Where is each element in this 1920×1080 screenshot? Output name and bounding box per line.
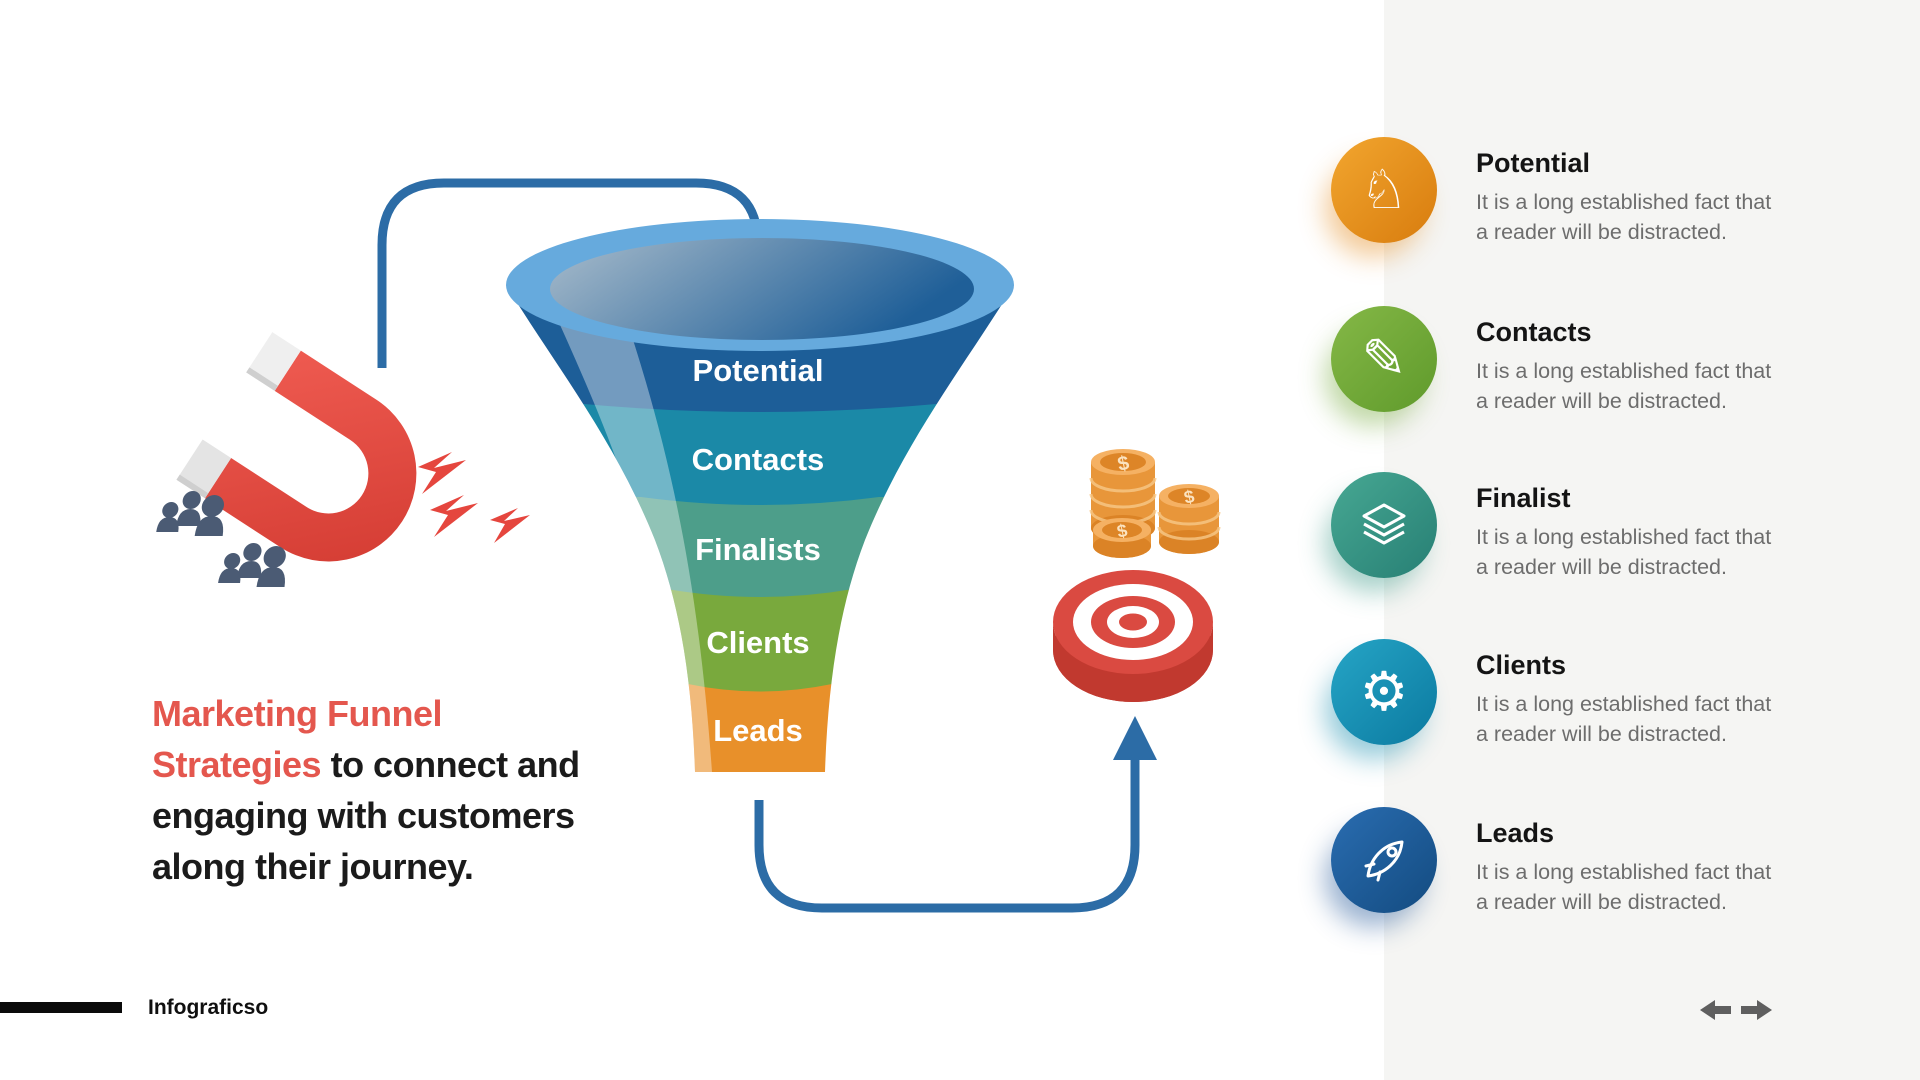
gear-icon: ⚙ bbox=[1359, 662, 1409, 722]
funnel-stage-label: Finalists bbox=[695, 532, 821, 567]
right-panel-background bbox=[1384, 0, 1920, 1080]
next-arrow-icon[interactable] bbox=[1740, 1000, 1772, 1020]
flow-arrow-bottom bbox=[754, 716, 1157, 913]
sidebar-item-title: Finalist bbox=[1476, 483, 1571, 513]
sidebar-item-contacts: Contacts It is a long established fact t… bbox=[1476, 317, 1816, 416]
svg-text:$: $ bbox=[1115, 520, 1129, 542]
sidebar-item-description: It is a long established fact that a rea… bbox=[1476, 860, 1772, 914]
slide-navigation bbox=[1700, 1000, 1772, 1020]
headline-line3: engaging with customers bbox=[152, 795, 575, 836]
sidebar-icon-leads bbox=[1331, 807, 1437, 913]
headline-rest: to connect and bbox=[321, 744, 581, 785]
sidebar-icon-potential: ♘ bbox=[1331, 137, 1437, 243]
lightning-icon bbox=[418, 452, 530, 543]
prev-arrow-icon[interactable] bbox=[1700, 1000, 1732, 1020]
sidebar-item-description: It is a long established fact that a rea… bbox=[1476, 692, 1772, 746]
layers-icon bbox=[1362, 503, 1406, 545]
headline: Marketing Funnel Strategies to connect a… bbox=[152, 688, 652, 892]
sidebar-item-title: Clients bbox=[1476, 650, 1567, 680]
chess-knight-icon: ♘ bbox=[1359, 160, 1409, 220]
target-illustration bbox=[1053, 570, 1213, 702]
rocket-icon bbox=[1364, 840, 1404, 882]
sidebar-item-clients: Clients It is a long established fact th… bbox=[1476, 650, 1816, 749]
magnet-illustration bbox=[156, 332, 530, 587]
sidebar-item-description: It is a long established fact that a rea… bbox=[1476, 190, 1772, 244]
funnel-stage-label: Leads bbox=[713, 713, 803, 748]
sidebar-item-potential: Potential It is a long established fact … bbox=[1476, 148, 1816, 247]
brand-logo-text: Infograficso bbox=[148, 996, 269, 1019]
funnel-stage-label: Clients bbox=[706, 625, 809, 660]
sidebar-item-leads: Leads It is a long established fact that… bbox=[1476, 818, 1816, 917]
sidebar-item-title: Leads bbox=[1476, 818, 1555, 848]
sidebar-icon-finalist bbox=[1331, 472, 1437, 578]
footer-accent-bar bbox=[0, 1002, 122, 1013]
headline-line4: along their journey. bbox=[152, 846, 474, 887]
people-group-icon bbox=[156, 491, 286, 587]
coins-illustration: $ $ $ bbox=[1089, 449, 1221, 558]
svg-text:$: $ bbox=[1116, 452, 1131, 476]
svg-text:$: $ bbox=[1182, 486, 1196, 508]
sidebar-item-description: It is a long established fact that a rea… bbox=[1476, 525, 1772, 579]
headline-accent-line: Marketing Funnel bbox=[152, 693, 443, 734]
sidebar-item-description: It is a long established fact that a rea… bbox=[1476, 359, 1772, 413]
headline-accent-word: Strategies bbox=[152, 744, 322, 785]
pencil-ruler-icon: ✎ bbox=[1361, 329, 1407, 389]
sidebar-item-finalist: Finalist It is a long established fact t… bbox=[1476, 483, 1816, 582]
sidebar-item-title: Potential bbox=[1476, 148, 1591, 178]
funnel-stage-label: Potential bbox=[693, 353, 824, 388]
sidebar-item-title: Contacts bbox=[1476, 317, 1592, 347]
sidebar-icon-clients: ⚙ bbox=[1331, 639, 1437, 745]
funnel-stage-label: Contacts bbox=[692, 442, 825, 477]
sidebar-icon-contacts: ✎ bbox=[1331, 306, 1437, 412]
